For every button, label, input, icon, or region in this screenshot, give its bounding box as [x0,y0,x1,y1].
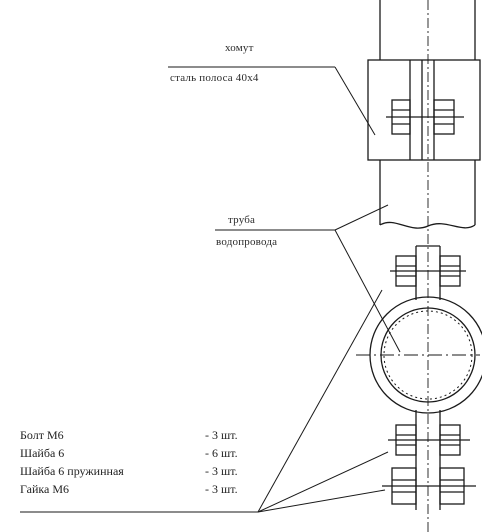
bolt-assembly-top [386,99,464,135]
leader-spec [20,289,389,513]
clamp-cross-section [356,245,482,510]
spec-item-qty: - 3 шт. [205,482,238,496]
clamp-title-label: хомут [225,42,254,54]
spec-item-qty: - 3 шт. [205,464,238,478]
spec-item-name: Болт М6 [20,428,64,442]
clamp-material-label: сталь полоса 40х4 [170,72,259,84]
spec-item-name: Шайба 6 [20,446,65,460]
clamp-band-side [367,59,481,161]
pipe-side-view [379,0,476,229]
leader-clamp [168,66,376,136]
pipe-title-label: труба [228,214,256,226]
spec-item-name: Шайба 6 пружинная [20,464,124,478]
pipe-subtitle-label: водопровода [216,236,278,248]
spec-item-qty: - 6 шт. [205,446,238,460]
spec-item-qty: - 3 шт. [205,428,238,442]
leader-pipe [215,204,401,353]
spec-item-name: Гайка М6 [20,482,70,496]
